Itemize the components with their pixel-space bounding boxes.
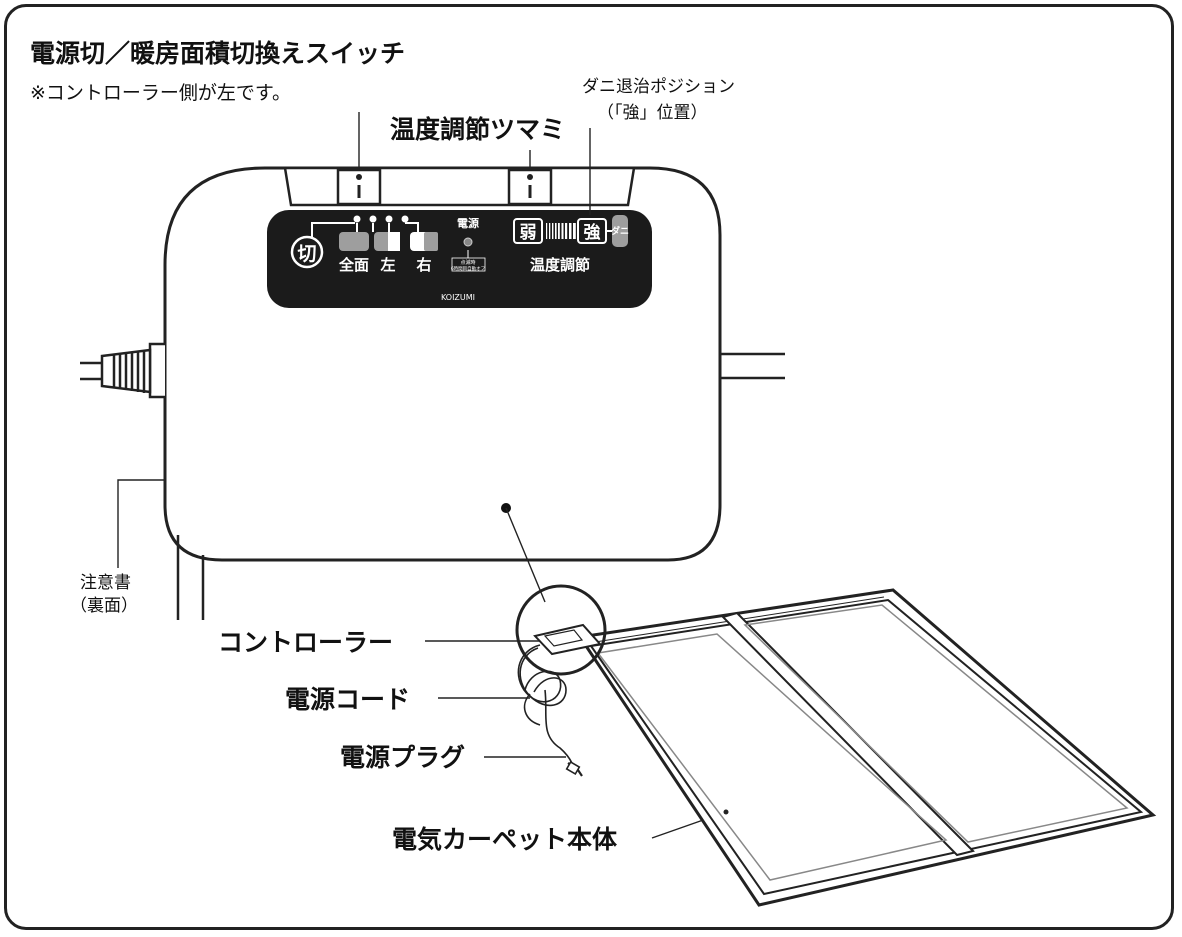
- diagram-frame: [4, 4, 1174, 930]
- power-note-1: 点滅時: [460, 259, 475, 266]
- carpet-body-illustration: [575, 588, 1157, 907]
- mite-label: ダニ: [611, 225, 629, 237]
- mite-position-line2: （「強」位置）: [597, 103, 708, 123]
- off-position-icon: [290, 235, 324, 269]
- button-all[interactable]: [339, 232, 369, 251]
- label-left: 左: [379, 256, 395, 274]
- mite-position-line1: ダニ退治ポジション: [582, 77, 735, 97]
- label-all: 全面: [338, 256, 369, 274]
- label-right: 右: [416, 256, 431, 274]
- mite-position-badge: [612, 215, 628, 247]
- carpet-body-label: 電気カーペット本体: [392, 825, 618, 854]
- power-cord-label: 電源コード: [285, 685, 410, 714]
- brand-logo: KOIZUMI: [441, 293, 475, 302]
- control-panel: 切 全面 左 右 電源 点滅時 6時間目自動オフ 弱: [267, 210, 652, 308]
- dial-title: 温度調節ツマミ: [390, 115, 565, 144]
- temperature-scale-bars: [546, 223, 576, 239]
- power-plug-label: 電源プラグ: [340, 743, 465, 772]
- coiled-power-cord: [517, 644, 583, 777]
- temperature-label: 温度調節: [530, 256, 590, 274]
- cord-connector: [80, 342, 165, 399]
- caution-line2: （裏面）: [70, 595, 138, 616]
- weak-label: 弱: [520, 223, 537, 243]
- power-note-2: 6時間目自動オフ: [451, 265, 485, 272]
- controller-zoom-circle: [515, 584, 607, 676]
- switch-note: ※コントローラー側が左です。: [30, 82, 291, 104]
- caution-line1: 注意書: [80, 573, 131, 593]
- controller-label: コントローラー: [218, 628, 393, 657]
- strong-label: 強: [584, 222, 601, 243]
- power-indicator-lamp: [463, 237, 473, 247]
- switch-title: 電源切／暖房面積切換えスイッチ: [30, 39, 405, 68]
- power-label: 電源: [457, 216, 479, 230]
- off-symbol: 切: [297, 243, 316, 265]
